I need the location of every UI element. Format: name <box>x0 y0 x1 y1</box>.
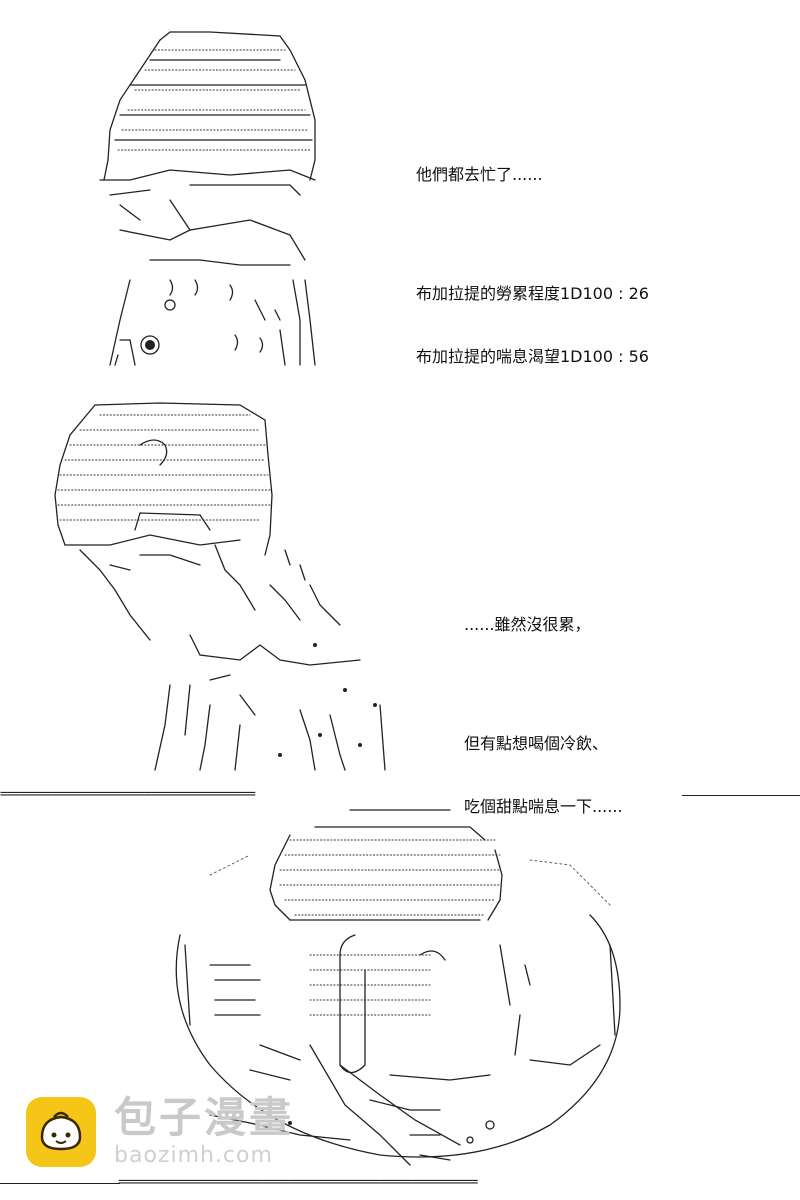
panel-2: ......雖然沒很累， 但有點想喝個冷飲、 吃個甜點喘息一下...... <box>0 395 800 816</box>
scene-divider-top: ======================================= <box>0 788 800 802</box>
character-art-bucciarati-standing <box>90 20 340 370</box>
dialogue-line: 吃個甜點喘息一下...... <box>464 797 623 816</box>
dialogue-box: 他們都去忙了...... 布加拉提的勞累程度1D100 : 26 布加拉提的喘息… <box>416 122 649 409</box>
panel-3 <box>0 785 800 1200</box>
dialogue-line: 他們都去忙了...... <box>416 165 543 184</box>
character-art-bucciarati-holding-face <box>40 395 390 775</box>
divider-text: ======================================= <box>0 788 256 802</box>
art-cold-drink-glass-closeup <box>150 805 650 1175</box>
dialogue-box: ......雖然沒很累， 但有點想喝個冷飲、 吃個甜點喘息一下...... <box>464 572 623 859</box>
watermark: 包子漫畫 baozimh.com <box>22 1093 322 1173</box>
dialogue-line: ......雖然沒很累， <box>464 615 591 634</box>
divider-text: ========================================… <box>118 1176 478 1190</box>
divider-rule <box>682 795 800 796</box>
watermark-domain: baozimh.com <box>114 1143 273 1168</box>
dialogue-line: 布加拉提的喘息渴望1D100 : 56 <box>416 347 649 366</box>
scene-divider-bottom: ========================================… <box>0 1176 800 1190</box>
dialogue-line: 但有點想喝個冷飲、 <box>464 734 609 753</box>
dialogue-line: 布加拉提的勞累程度1D100 : 26 <box>416 284 649 303</box>
divider-rule <box>0 1183 120 1184</box>
bun-face-icon <box>26 1097 96 1167</box>
watermark-title: 包子漫畫 <box>114 1093 295 1142</box>
panel-1: 他們都去忙了...... 布加拉提的勞累程度1D100 : 26 布加拉提的喘息… <box>0 0 800 400</box>
